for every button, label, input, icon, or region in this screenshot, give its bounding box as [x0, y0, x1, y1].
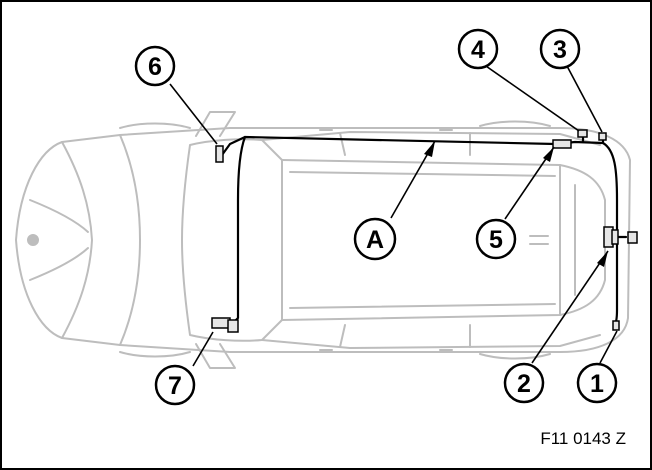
callout-5: 5: [475, 218, 517, 260]
callout-2-label: 2: [517, 370, 531, 398]
arrow-heads: [424, 141, 608, 267]
leader-3: [566, 65, 603, 133]
connector-7-b: [227, 319, 239, 333]
callout-6-label: 6: [148, 53, 162, 81]
callout-4: 4: [457, 28, 499, 70]
arrow-A: [424, 141, 435, 157]
callouts: 6 4 3 A 5 7 2 1: [134, 28, 618, 406]
leader-6: [169, 83, 218, 145]
figure-code: F11 0143 Z: [540, 429, 626, 448]
callout-1: 1: [576, 362, 618, 404]
car-outline: [15, 111, 631, 369]
connector-5: [552, 139, 572, 149]
callout-A-label: A: [366, 226, 384, 254]
arrow-2: [597, 251, 608, 267]
callout-5-label: 5: [489, 226, 503, 254]
callout-3-label: 3: [553, 36, 567, 64]
callout-7-label: 7: [168, 372, 182, 400]
leader-7: [192, 331, 214, 367]
connector-2-c: [627, 231, 638, 244]
connector-1: [612, 320, 620, 331]
leader-4: [482, 63, 580, 132]
connector-3: [598, 132, 607, 141]
callout-6: 6: [134, 45, 176, 87]
connector-4: [577, 129, 588, 138]
connector-2-b: [611, 229, 619, 245]
callout-7: 7: [154, 364, 196, 406]
callout-1-label: 1: [590, 370, 604, 398]
connector-6: [215, 145, 224, 163]
callout-3: 3: [539, 28, 581, 70]
arrow-5: [543, 147, 554, 162]
connectors: [211, 129, 638, 333]
callout-4-label: 4: [471, 36, 485, 64]
callout-A: A: [353, 217, 397, 261]
callout-2: 2: [503, 362, 545, 404]
leader-1: [599, 330, 618, 364]
leader-2: [531, 250, 609, 364]
